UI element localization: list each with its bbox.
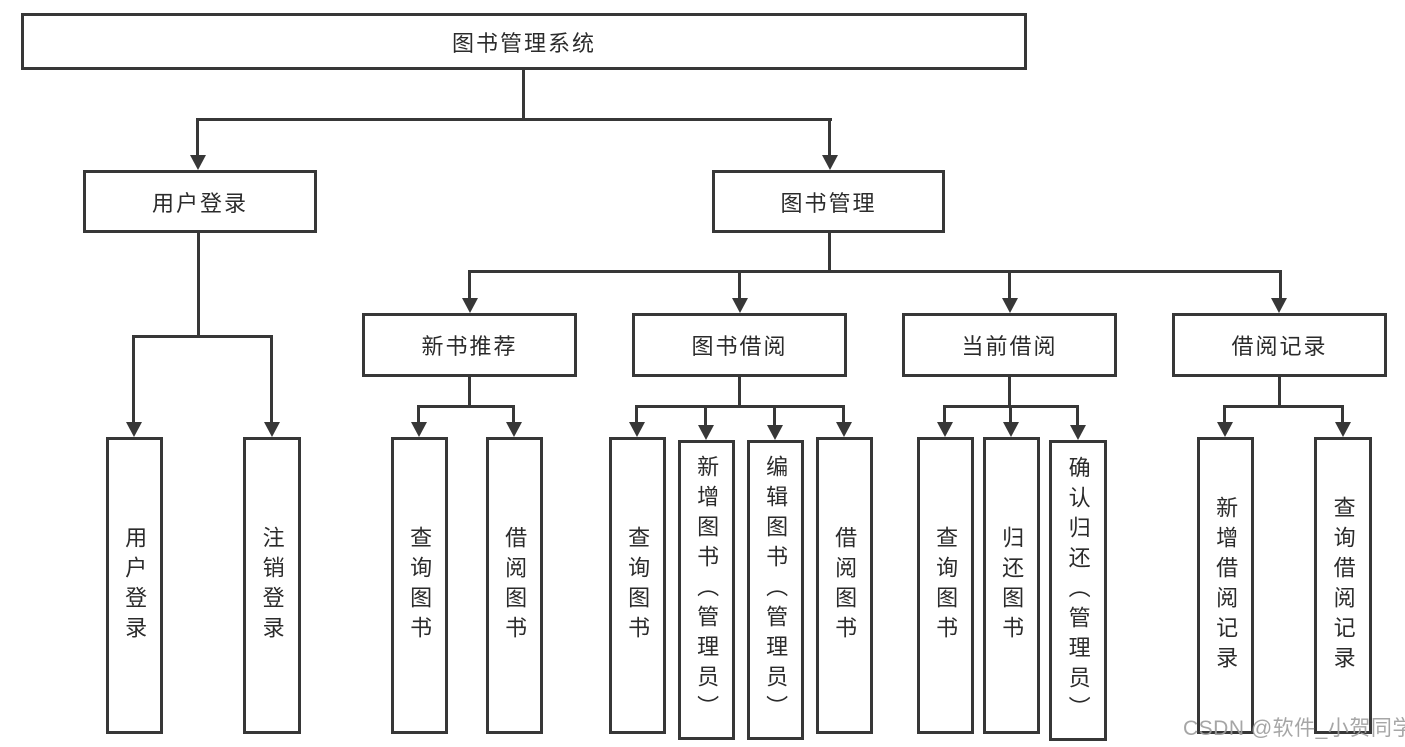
arrow-down-icon <box>190 155 206 170</box>
arrow-down-icon <box>629 422 645 437</box>
arrow-down-icon <box>506 422 522 437</box>
connector-line <box>197 233 200 337</box>
connector-line <box>635 405 638 424</box>
connector-line <box>1076 405 1079 427</box>
connector-line <box>132 335 273 338</box>
node-current-borrowing: 当前借阅 <box>902 313 1117 377</box>
connector-line <box>635 405 845 408</box>
connector-line <box>512 405 515 424</box>
node-borrowing-records: 借阅记录 <box>1172 313 1387 377</box>
leaf-edit-books-admin-label: 编辑图书（管理员） <box>763 455 789 725</box>
node-book-borrowing: 图书借阅 <box>632 313 847 377</box>
connector-line <box>943 405 946 424</box>
leaf-borrow-books-1-label: 借阅图书 <box>502 525 528 646</box>
node-book-management: 图书管理 <box>712 170 945 233</box>
leaf-query-borrow-record: 查询借阅记录 <box>1314 437 1372 734</box>
leaf-user-login-label: 用户登录 <box>122 525 148 646</box>
leaf-add-books-admin-label: 新增图书（管理员） <box>694 455 720 725</box>
leaf-user-login: 用户登录 <box>106 437 163 734</box>
arrow-down-icon <box>264 422 280 437</box>
connector-line <box>270 335 273 424</box>
connector-line <box>1008 376 1011 408</box>
connector-line <box>842 405 845 424</box>
connector-line <box>196 118 199 157</box>
node-user-login: 用户登录 <box>83 170 317 233</box>
connector-line <box>417 405 515 408</box>
connector-line <box>1279 270 1282 300</box>
leaf-query-books-3: 查询图书 <box>917 437 974 734</box>
connector-line <box>1223 405 1344 408</box>
arrow-down-icon <box>1002 298 1018 313</box>
leaf-query-books-2-label: 查询图书 <box>625 525 651 646</box>
arrow-down-icon <box>462 298 478 313</box>
node-book-management-label: 图书管理 <box>780 190 877 216</box>
arrow-down-icon <box>1335 422 1351 437</box>
connector-line <box>468 376 471 408</box>
connector-line <box>522 70 525 120</box>
leaf-confirm-return-admin-label: 确认归还（管理员） <box>1065 455 1091 726</box>
node-borrowing-records-label: 借阅记录 <box>1231 334 1328 359</box>
connector-line <box>828 233 831 273</box>
leaf-query-books-3-label: 查询图书 <box>933 525 959 646</box>
connector-line <box>704 405 707 427</box>
arrow-down-icon <box>1070 425 1086 440</box>
leaf-return-books: 归还图书 <box>983 437 1040 734</box>
leaf-edit-books-admin: 编辑图书（管理员） <box>747 440 804 740</box>
connector-line <box>1009 405 1012 424</box>
arrow-down-icon <box>836 422 852 437</box>
leaf-query-books-1: 查询图书 <box>391 437 448 734</box>
watermark: CSDN @软件_小贺同学 <box>1183 717 1405 740</box>
connector-line <box>738 376 741 408</box>
node-new-book-recommend: 新书推荐 <box>362 313 577 377</box>
leaf-borrow-books-2-label: 借阅图书 <box>832 525 858 646</box>
connector-line <box>417 405 420 424</box>
node-root-system-label: 图书管理系统 <box>451 30 596 56</box>
connector-line <box>1008 270 1011 300</box>
arrow-down-icon <box>1217 422 1233 437</box>
connector-line <box>196 118 832 121</box>
leaf-return-books-label: 归还图书 <box>999 525 1025 646</box>
leaf-logout-label: 注销登录 <box>259 525 285 646</box>
node-user-login-label: 用户登录 <box>151 190 248 216</box>
leaf-query-books-1-label: 查询图书 <box>407 525 433 646</box>
leaf-logout: 注销登录 <box>243 437 301 734</box>
arrow-down-icon <box>767 425 783 440</box>
connector-line <box>132 335 135 424</box>
leaf-borrow-books-1: 借阅图书 <box>486 437 543 734</box>
connector-line <box>1341 405 1344 424</box>
arrow-down-icon <box>411 422 427 437</box>
connector-line <box>773 405 776 427</box>
leaf-borrow-books-2: 借阅图书 <box>816 437 873 734</box>
connector-line <box>828 118 831 157</box>
connector-line <box>468 270 471 300</box>
connector-line <box>1223 405 1226 424</box>
node-current-borrowing-label: 当前借阅 <box>961 334 1058 359</box>
leaf-query-books-2: 查询图书 <box>609 437 666 734</box>
leaf-confirm-return-admin: 确认归还（管理员） <box>1049 440 1107 741</box>
leaf-add-borrow-record: 新增借阅记录 <box>1197 437 1254 734</box>
connector-line <box>738 270 741 300</box>
leaf-add-borrow-record-label: 新增借阅记录 <box>1213 495 1239 676</box>
arrow-down-icon <box>698 425 714 440</box>
node-root-system: 图书管理系统 <box>21 13 1027 70</box>
arrow-down-icon <box>1003 422 1019 437</box>
leaf-query-borrow-record-label: 查询借阅记录 <box>1330 495 1356 676</box>
connector-line <box>1278 376 1281 408</box>
arrow-down-icon <box>937 422 953 437</box>
node-book-borrowing-label: 图书借阅 <box>691 334 788 359</box>
connector-line <box>468 270 1282 273</box>
arrow-down-icon <box>822 155 838 170</box>
arrow-down-icon <box>1271 298 1287 313</box>
node-new-book-recommend-label: 新书推荐 <box>421 334 518 359</box>
arrow-down-icon <box>126 422 142 437</box>
leaf-add-books-admin: 新增图书（管理员） <box>678 440 735 740</box>
arrow-down-icon <box>732 298 748 313</box>
